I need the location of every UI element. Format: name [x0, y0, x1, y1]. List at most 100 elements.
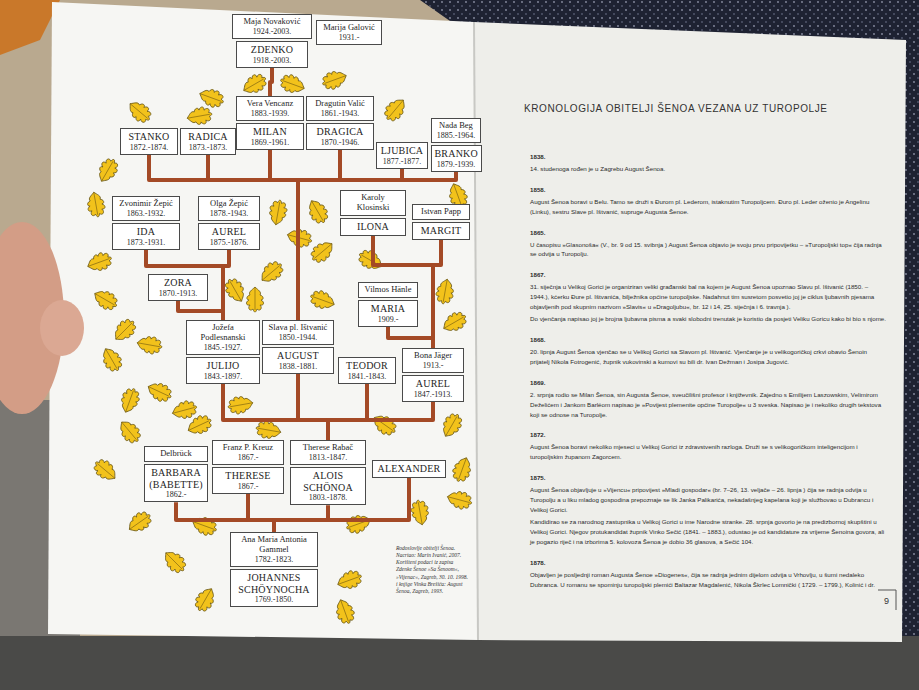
- oak-leaf: [90, 456, 120, 485]
- person-name: Slava pl. Ištvanić: [266, 323, 330, 333]
- person-box: JULIJO1843.-1897.: [186, 357, 260, 384]
- person-box: ILONA: [340, 218, 406, 236]
- life-dates: 1924.-2003.: [236, 27, 308, 36]
- oak-leaf: [110, 315, 140, 345]
- tree-branch: [248, 494, 274, 532]
- person-box: Franz P. Kreuz1867.-: [212, 440, 284, 465]
- oak-leaf: [118, 386, 143, 415]
- oak-leaf: [124, 508, 154, 536]
- chronology-entry: 2. srpnja rodio se Milan Šenoa, sin Augu…: [530, 390, 888, 420]
- life-dates: 1847.-1913.: [406, 390, 460, 399]
- chronology-year: 1875.: [530, 473, 888, 483]
- chronology-year: 1869.: [530, 378, 888, 388]
- person-box: MARIA1909.-: [358, 300, 418, 327]
- tree-branch: [223, 250, 229, 320]
- life-dates: 1870.-1946.: [310, 138, 370, 147]
- page-corner-mark: [878, 590, 896, 610]
- person-name: Vera Vencanz: [240, 99, 300, 109]
- life-dates: 1879.-1939.: [435, 160, 478, 169]
- person-name: AUREL: [202, 226, 256, 238]
- person-name: Istvan Papp: [416, 207, 466, 217]
- person-name: JULIJO: [190, 360, 256, 372]
- person-box: BRANKO1879.-1939.: [431, 145, 482, 172]
- figure-caption: Rodoslovlje obitelji Šenoa. Nacrtao: Mar…: [396, 545, 468, 595]
- person-box: Slava pl. Ištvanić1850.-1944.: [262, 320, 334, 345]
- oak-leaf: [190, 514, 219, 539]
- life-dates: 1870.-1913.: [152, 289, 204, 298]
- oak-leaf: [160, 547, 190, 577]
- oak-leaf: [125, 97, 155, 126]
- person-name: ALOIS SCHÖNOA: [294, 470, 362, 493]
- chronology-entry: Kandidirao se za narodnog zastupnika u V…: [530, 517, 888, 547]
- person-name: ZORA: [152, 277, 204, 289]
- chronology-entry: August Šenoa objavljuje u »Vijencu« prip…: [530, 485, 888, 515]
- oak-leaf: [192, 584, 219, 614]
- person-name: IDA: [116, 226, 176, 238]
- person-box: STANKO1872.-1874.: [120, 128, 178, 155]
- tree-branch: [298, 150, 340, 320]
- oak-leaf: [381, 95, 410, 125]
- chronology-entry: 14. studenoga rođen je u Zagrebu August …: [530, 164, 888, 174]
- chronology-entry: 20. lipnja August Šenoa vjenčao se u Vel…: [530, 347, 888, 367]
- person-name: TEODOR: [342, 360, 392, 372]
- oak-leaf: [90, 286, 120, 313]
- oak-leaf: [333, 597, 358, 626]
- tree-branch: [298, 374, 328, 440]
- oak-leaf: [439, 309, 469, 336]
- oak-leaf: [369, 411, 399, 439]
- tree-branch: [178, 301, 223, 320]
- oak-leaf: [409, 499, 430, 527]
- person-name: ALEXANDER: [376, 463, 442, 475]
- chronology-text: 1838.14. studenoga rođen je u Zagrebu Au…: [530, 152, 888, 589]
- oak-leaf: [145, 379, 175, 405]
- person-box: Olga Žepić1878.-1943.: [198, 196, 260, 221]
- oak-leaf: [308, 288, 337, 313]
- life-dates: 1883.-1939.: [240, 109, 300, 118]
- life-dates: 1867.-: [216, 453, 280, 462]
- oak-leaf: [304, 196, 331, 226]
- tree-branch: [433, 240, 441, 349]
- life-dates: 1873.-1873.: [184, 143, 232, 152]
- oak-leaf: [197, 86, 226, 111]
- person-box: Therese Rabač1813.-1847.: [290, 440, 366, 465]
- person-box: Marija Galović1931.-: [316, 20, 382, 45]
- life-dates: 1878.-1943.: [202, 209, 256, 218]
- tablecloth: [420, 0, 919, 690]
- chronology-entry: August Šenoa boravi u Belu. Tamo se druž…: [530, 197, 888, 217]
- person-name: BRANKO: [435, 148, 478, 160]
- person-box: AUGUST1838.-1881.: [262, 347, 334, 374]
- person-box: Bona Jäger1913.-: [402, 348, 464, 373]
- page-number: 9: [884, 596, 889, 606]
- person-box: Jožefa Podlesnanski1845.-1927.: [186, 320, 260, 355]
- oak-leaf: [344, 512, 373, 537]
- person-box: Vilmos Hänle: [358, 282, 418, 298]
- tree-branch: [328, 402, 433, 440]
- page-title: KRONOLOGIJA OBITELJI ŠENOA VEZANA UZ TUR…: [524, 103, 828, 114]
- person-name: Zvonimir Žepić: [116, 199, 176, 209]
- person-name: Bona Jäger: [406, 351, 460, 361]
- person-name: LJUBICA: [380, 145, 424, 157]
- person-box: LJUBICA1877.-1877.: [376, 142, 428, 169]
- person-name: DRAGICA: [310, 126, 370, 138]
- person-name: Franz P. Kreuz: [216, 443, 280, 453]
- chronology-entry: Objavljen je posljednji roman Augusta Še…: [530, 570, 888, 590]
- oak-leaf: [320, 68, 349, 93]
- person-box: Maja Novaković1924.-2003.: [232, 14, 312, 39]
- life-dates: 1861.-1943.: [310, 109, 370, 118]
- left-page: [48, 2, 478, 640]
- life-dates: 1850.-1944.: [266, 333, 330, 342]
- oak-leaf: [257, 258, 287, 287]
- life-dates: 1918.-2003.: [240, 56, 304, 65]
- person-box: RADICA1873.-1873.: [180, 128, 236, 155]
- oak-leaf: [115, 417, 144, 447]
- life-dates: 1862.-: [148, 490, 204, 499]
- person-name: Nada Beg: [435, 121, 477, 131]
- person-box: Delbrück: [144, 446, 208, 462]
- person-name: Therese Rabač: [294, 443, 362, 453]
- tree-branch: [270, 150, 298, 320]
- life-dates: 1813.-1847.: [294, 453, 362, 462]
- person-name: Olga Žepić: [202, 199, 256, 209]
- oak-leaf: [239, 71, 269, 98]
- oak-leaf: [185, 412, 215, 438]
- oak-leaf: [136, 334, 164, 355]
